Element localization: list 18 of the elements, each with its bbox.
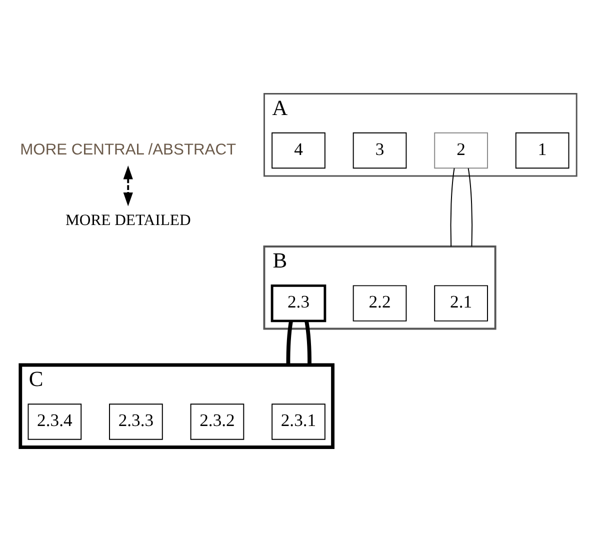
node-box: 2.3.3 [109, 403, 163, 440]
node-box: 4 [272, 132, 326, 168]
node-box: 2.2 [352, 284, 407, 321]
node-box: 2 [434, 132, 488, 168]
connector [286, 320, 293, 364]
node-box: 1 [515, 132, 570, 168]
node-box: 2.3.2 [190, 403, 244, 440]
node-box: 2.1 [434, 284, 488, 321]
node-box: 3 [352, 132, 407, 168]
node-box: 2.3.1 [272, 403, 326, 440]
connector [450, 167, 455, 246]
node-box: 2.3 [270, 284, 326, 322]
connector [304, 320, 312, 364]
arrow [123, 165, 133, 206]
node-text: MORE CENTRAL /ABSTRACT [20, 140, 236, 158]
node-text: MORE DETAILED [65, 211, 191, 228]
node-box: 2.3.4 [28, 403, 82, 440]
connector [468, 167, 473, 246]
